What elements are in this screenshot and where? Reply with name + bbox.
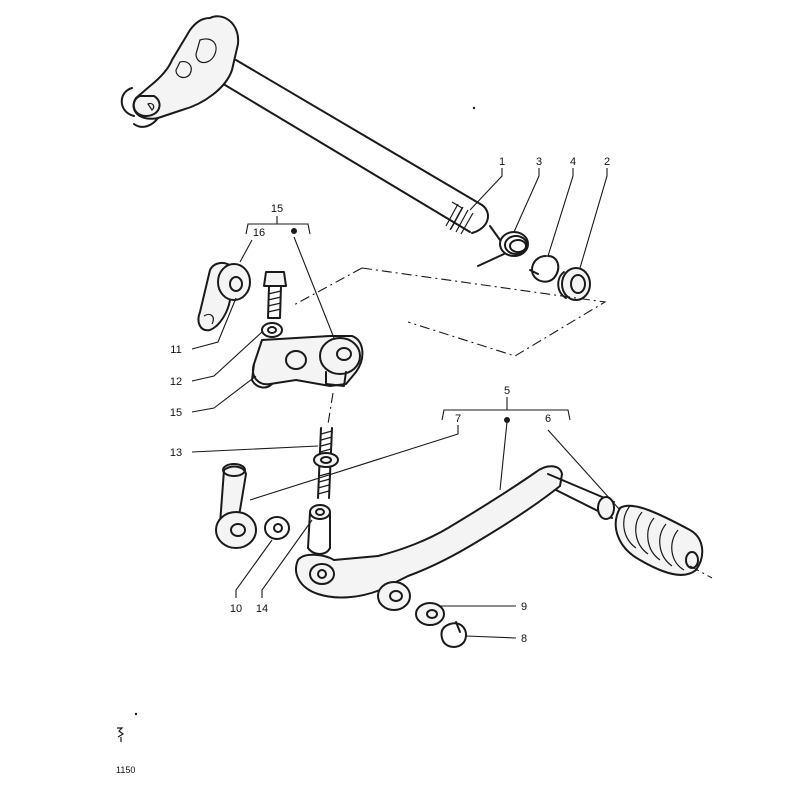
return-spring [477, 225, 529, 267]
diagram-code: 1150 [116, 765, 135, 775]
callout-5: 5 [504, 385, 510, 397]
washer-12 [261, 322, 283, 338]
bolt [263, 271, 287, 319]
speck-mark [134, 712, 138, 716]
threaded-rod [313, 427, 339, 499]
nut-14 [307, 504, 331, 555]
callout-15-group: 15 [271, 203, 283, 215]
callout-10: 10 [230, 603, 242, 615]
shift-shaft [120, 15, 489, 235]
callout-14: 14 [256, 603, 268, 615]
circlip [529, 255, 560, 283]
washer-9 [415, 602, 445, 626]
rod-end-upper [197, 262, 251, 332]
callout-13: 13 [170, 447, 182, 459]
callout-6: 6 [545, 413, 551, 425]
shift-arm-lever [251, 335, 364, 389]
footer-marks: 1150 [116, 106, 476, 775]
corner-glyph [117, 727, 125, 742]
speck-mark-2 [472, 106, 476, 110]
rod-end-lower [215, 463, 290, 549]
oil-seal [557, 267, 591, 301]
callout-12: 12 [170, 376, 182, 388]
callout-9: 9 [521, 601, 527, 613]
callout-7: 7 [455, 413, 461, 425]
callout-2: 2 [604, 156, 610, 168]
group-marker-dot-5 [504, 417, 510, 423]
callout-16: 16 [253, 227, 265, 239]
circlip-8 [440, 621, 468, 648]
shift-pedal [295, 465, 713, 611]
callout-3: 3 [536, 156, 542, 168]
callout-15-part: 15 [170, 407, 182, 419]
callout-1: 1 [499, 156, 505, 168]
callout-8: 8 [521, 633, 527, 645]
callout-4: 4 [570, 156, 576, 168]
group-marker-dot-15 [291, 228, 297, 234]
assembly-guide-line [291, 267, 607, 357]
callout-11: 11 [170, 344, 181, 356]
leader-lines [191, 168, 621, 639]
callout-labels: 1 3 4 2 15 16 11 12 15 13 5 7 6 10 14 9 … [170, 156, 610, 645]
axis-line [327, 392, 334, 425]
